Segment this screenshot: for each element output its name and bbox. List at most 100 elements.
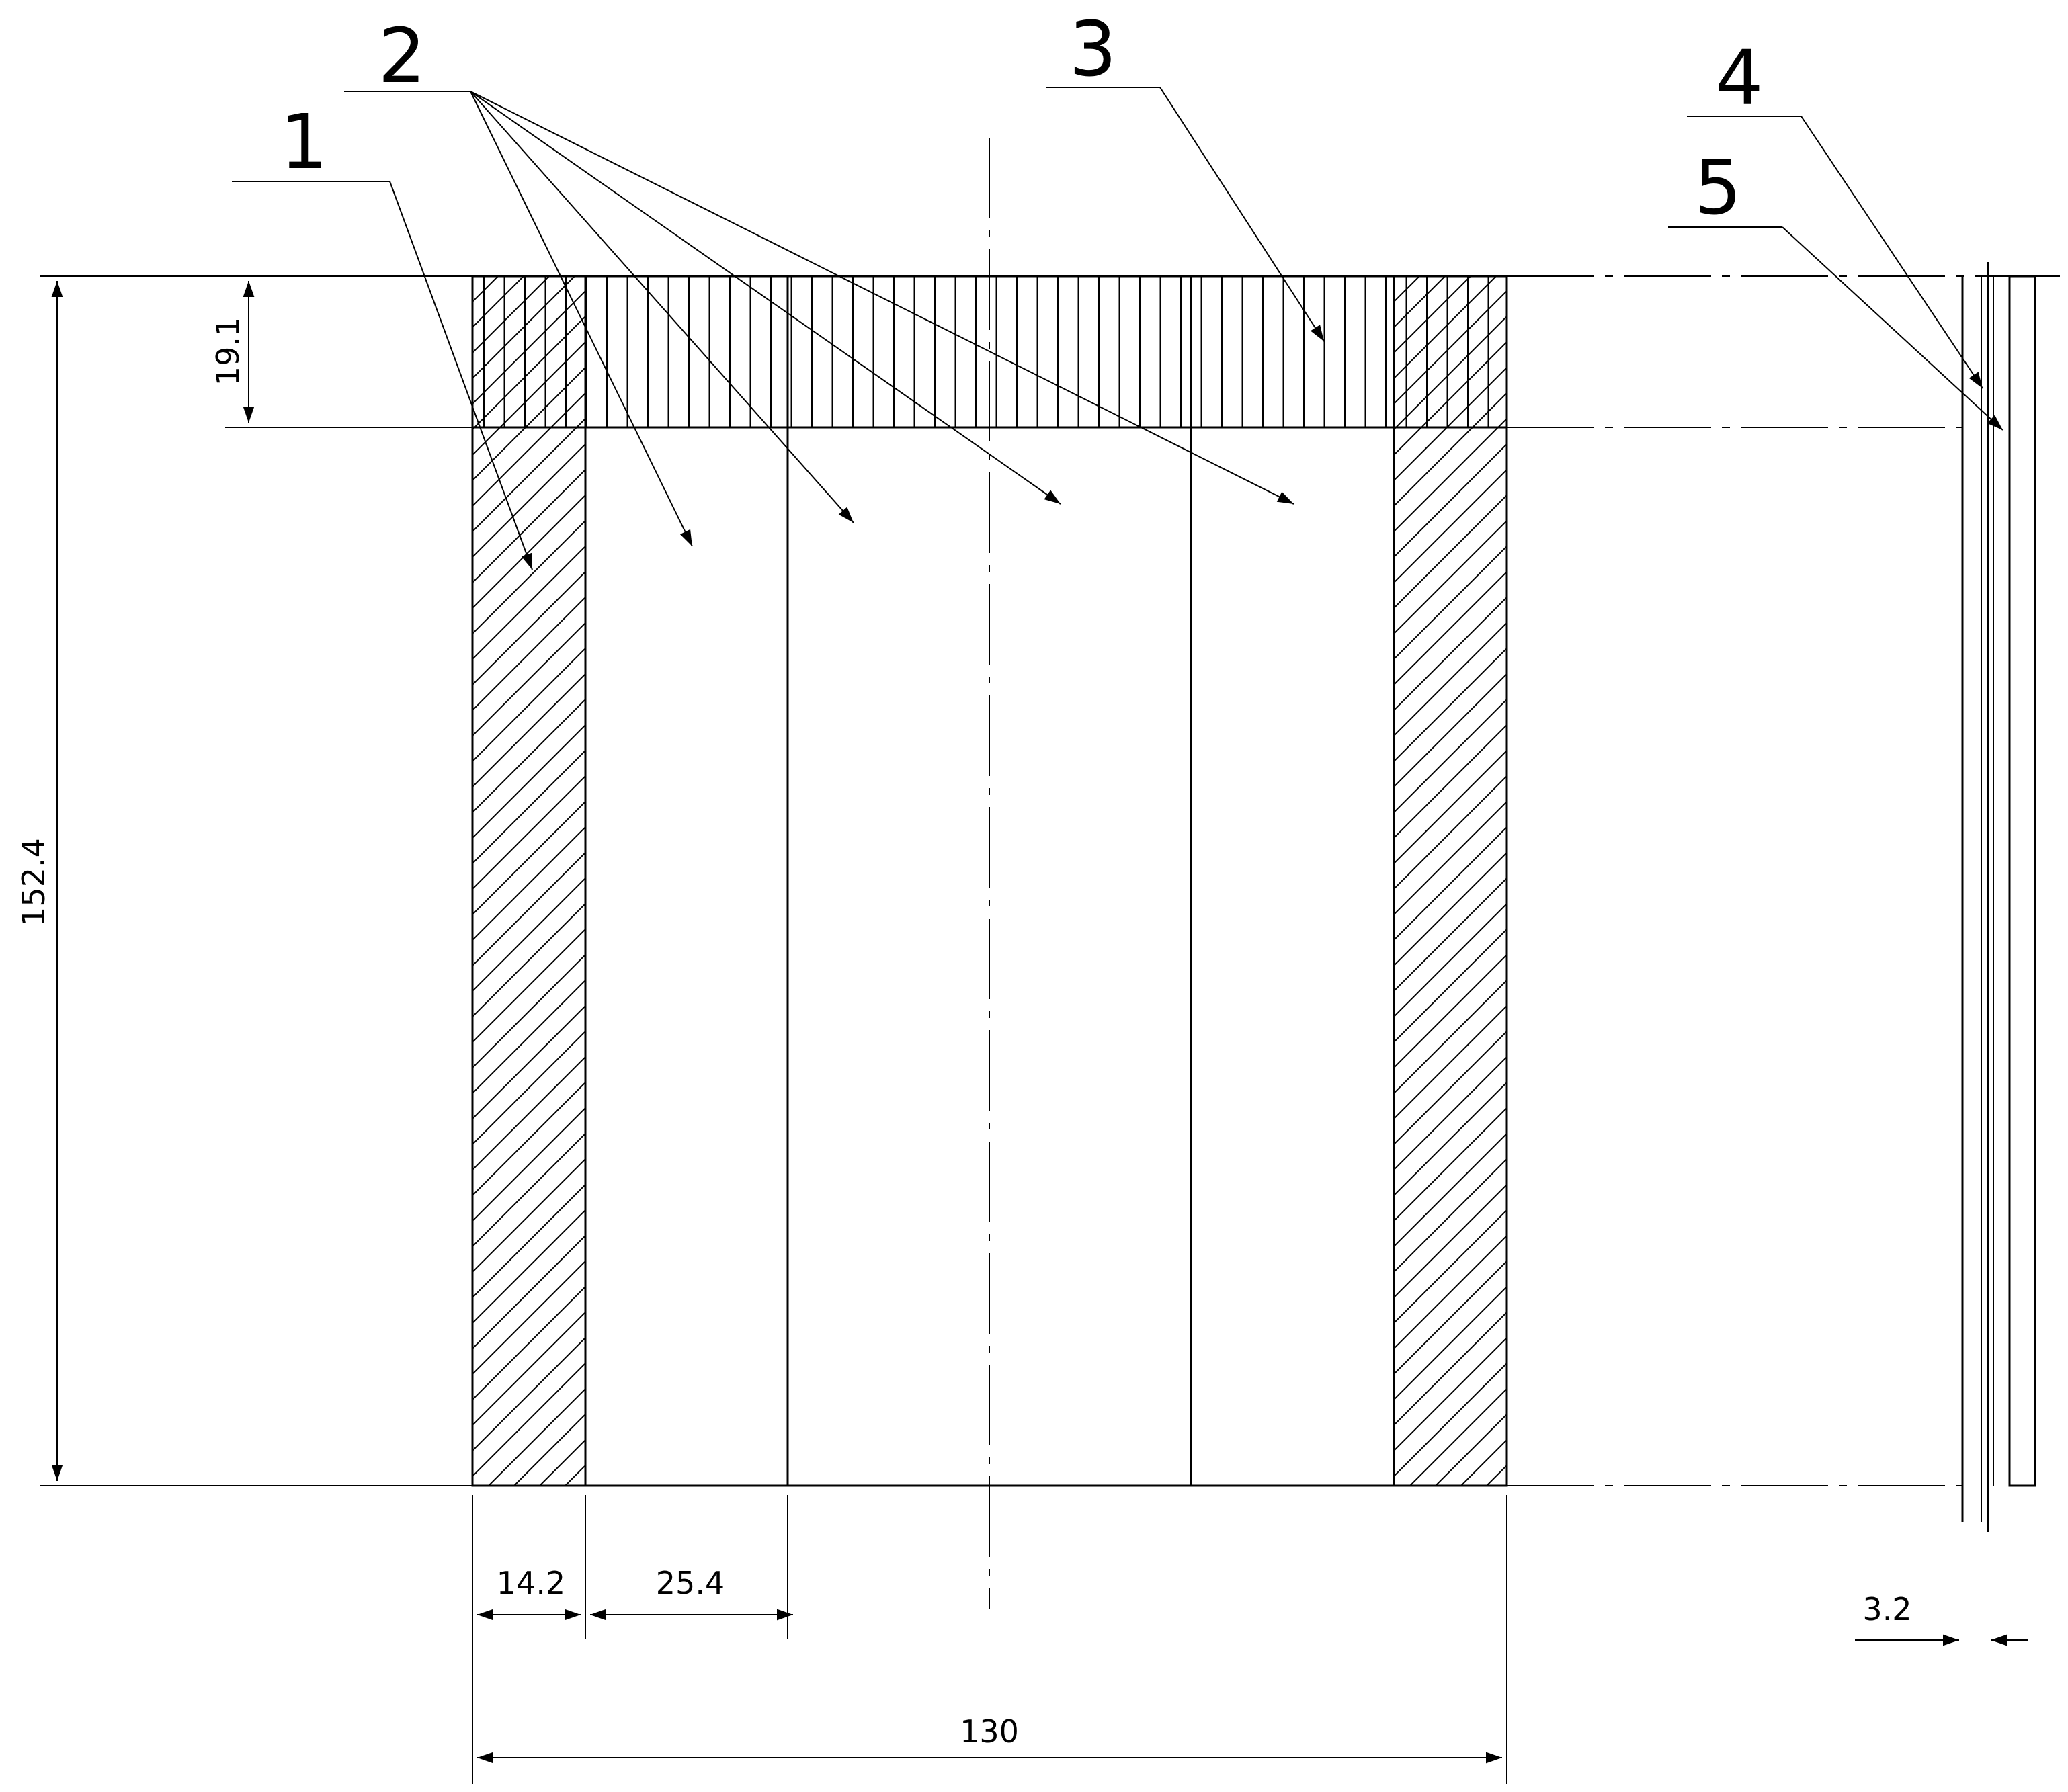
hatch-line: [1394, 596, 1507, 712]
callout-4-leader: [1687, 116, 1983, 389]
hatch-line: [1394, 902, 1507, 1018]
hatch-line: [472, 276, 499, 303]
hatch-line: [1394, 775, 1507, 890]
hatch-line: [1394, 366, 1507, 482]
hatch-line: [1394, 1030, 1507, 1146]
hatch-line: [472, 276, 575, 380]
hatch-line: [1394, 953, 1507, 1069]
hatch-line: [1394, 1311, 1507, 1426]
hatch-line: [1394, 392, 1507, 507]
callout-2-label: 2: [378, 13, 425, 100]
hatch-line: [472, 392, 585, 507]
hatch-line: [1394, 826, 1507, 941]
hatch-line: [1394, 673, 1507, 788]
callout-1-label: 1: [280, 99, 327, 186]
hatch-line: [1394, 979, 1507, 1095]
hatch-line: [472, 1005, 585, 1120]
hatch-line: [1394, 276, 1420, 303]
hatch-line: [488, 1388, 585, 1486]
bottom-extension-lines: [472, 1495, 1507, 1784]
hatch-line: [472, 1132, 585, 1248]
hatch-line: [1394, 800, 1507, 916]
hatch-line: [1394, 1107, 1507, 1222]
hatch-line: [1394, 519, 1507, 635]
hatch-line: [472, 1234, 585, 1350]
hatch-line: [1394, 1209, 1507, 1324]
hatch-line: [1394, 1260, 1507, 1375]
hatch-line: [472, 417, 585, 533]
hatch-line: [472, 1362, 585, 1478]
hatch-line: [472, 443, 585, 558]
hatch-line: [472, 1311, 585, 1426]
hatch-line: [472, 953, 585, 1069]
callout-3-label: 3: [1069, 6, 1116, 93]
hatch-line: [565, 1464, 585, 1486]
hatch-line: [1394, 290, 1507, 405]
hatch-line: [1512, 276, 2068, 1486]
hatch-line: [472, 341, 585, 456]
dim-side-wall-label: 14.2: [497, 1565, 565, 1601]
hatch-line: [472, 1336, 585, 1452]
hatch-line: [472, 851, 585, 967]
hatch-line: [472, 494, 585, 609]
hatch-line: [472, 775, 585, 890]
hatch-line: [472, 1030, 585, 1146]
hatch-line: [1394, 851, 1507, 967]
hatch-line: [472, 1260, 585, 1375]
hatch-line: [472, 519, 585, 635]
hatch-line: [1394, 417, 1507, 533]
hatch-line: [1394, 443, 1507, 558]
hatch-line: [539, 1439, 585, 1486]
dim-total-height-label: 152.4: [15, 838, 52, 927]
hatch-line: [513, 1413, 585, 1486]
hatch-line: [472, 749, 585, 865]
hatch-line: [1394, 1132, 1507, 1248]
hatch-line: [1394, 749, 1507, 865]
hatch-line: [472, 622, 585, 737]
hatch-line: [1394, 698, 1507, 814]
hatch-line: [1394, 928, 1507, 1043]
dim-top-band-label: 19.1: [210, 317, 246, 386]
hatch-line: [1394, 1056, 1507, 1171]
hatch-line: [1394, 315, 1507, 431]
hatch-line: [472, 468, 585, 584]
hatch-line: [472, 276, 473, 278]
callout-1-leader: [232, 181, 533, 570]
hatch-line: [472, 1209, 585, 1324]
hatch-line: [472, 276, 550, 354]
hatch-line: [1394, 468, 1507, 584]
hatch-line: [472, 1107, 585, 1222]
dim-total-width-label: 130: [960, 1713, 1019, 1750]
hatch-line: [1394, 276, 1497, 380]
hatch-line: [1394, 276, 1395, 278]
hatch-line: [1394, 1183, 1507, 1299]
hatch-line: [1394, 1234, 1507, 1350]
hatch-line: [1394, 724, 1507, 839]
right-wall-hatch: [1394, 276, 2068, 1486]
hatch-line: [472, 928, 585, 1043]
hatch-line: [472, 800, 585, 916]
top-band-hatch: [483, 276, 1489, 427]
hatch-line: [1394, 1081, 1507, 1197]
hatch-line: [1394, 341, 1507, 456]
hatch-line: [1394, 276, 1471, 354]
hatch-line: [1394, 1005, 1507, 1120]
callout-5-leader: [1668, 226, 2003, 431]
hatch-line: [472, 1158, 585, 1273]
projection-lines: [40, 275, 2060, 1486]
hatch-line: [1409, 1388, 1507, 1486]
hatch-line: [1394, 1362, 1507, 1478]
hatch-line: [1394, 570, 1507, 686]
callout-4-label: 4: [1715, 35, 1763, 122]
left-wall-hatch: [472, 276, 585, 1486]
hatch-line: [1394, 647, 1507, 763]
hatch-line: [1394, 494, 1507, 609]
hatch-line: [1435, 1413, 1507, 1486]
hatch-line: [472, 366, 585, 482]
hatch-line: [1394, 622, 1507, 737]
callout-2-leader: [344, 91, 1294, 547]
hatch-line: [472, 276, 524, 329]
side-view-layers: [1961, 262, 2036, 1532]
callout-5-label: 5: [1694, 144, 1741, 232]
